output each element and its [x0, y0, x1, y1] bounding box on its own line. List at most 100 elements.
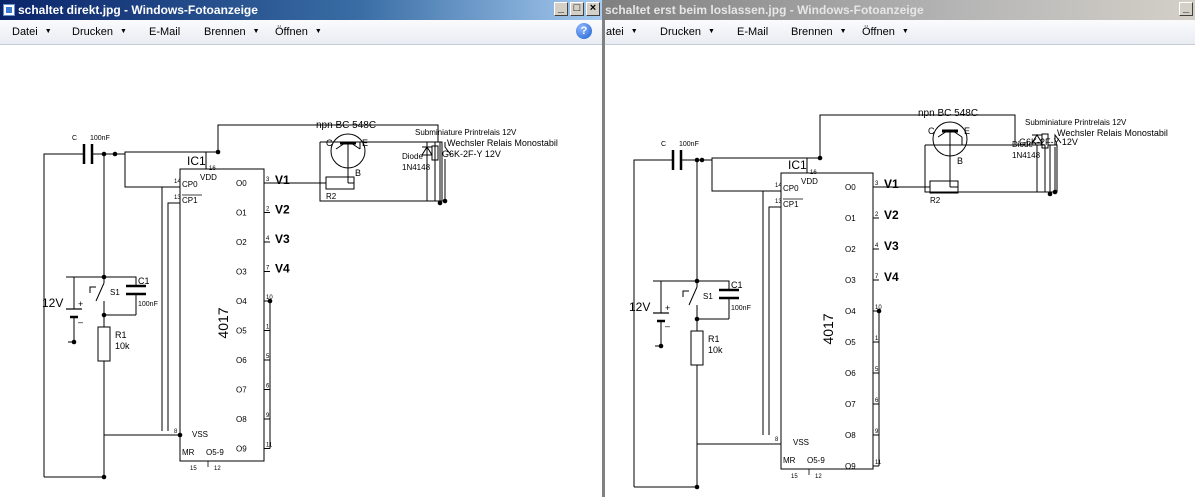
menu-drucken[interactable]: Drucken▼ [660, 26, 715, 38]
minimize-button[interactable]: _ [1179, 2, 1193, 16]
pin-number: 9 [875, 429, 879, 435]
help-icon[interactable]: ? [576, 23, 592, 39]
ic-ref-label: IC1 [788, 158, 807, 172]
close-button[interactable]: × [586, 2, 600, 16]
output-label: O1 [236, 209, 247, 218]
output-label: O9 [845, 462, 856, 471]
output-label: O0 [845, 183, 856, 192]
output-v-label: V4 [884, 270, 899, 284]
pin-number: 6 [875, 398, 879, 404]
minimize-button[interactable]: _ [554, 2, 568, 16]
junction-dot [876, 308, 882, 314]
output-label: O7 [845, 400, 856, 409]
pin-number: 13 [775, 199, 782, 205]
diode-part: 1N4148 [1012, 151, 1041, 160]
photo-viewer-app-icon [3, 4, 15, 16]
o59-label: O5-9 [206, 448, 224, 457]
diode-part: 1N4148 [402, 163, 431, 172]
wire [350, 142, 361, 150]
battery-label: 12V [42, 296, 63, 310]
command-bar: Datei▼ Drucken▼ E-Mail Brennen▼ Öffnen▼ … [0, 20, 602, 45]
c1-label: C1 [138, 276, 150, 286]
menu-datei[interactable]: Datei▼ [12, 26, 52, 38]
pin-number: 6 [266, 384, 270, 390]
output-v-label: V3 [275, 232, 290, 246]
wire [319, 141, 443, 202]
wire [43, 153, 84, 477]
pin-number: 12 [214, 466, 221, 472]
output-label: O2 [236, 238, 247, 247]
menu-email[interactable]: E-Mail [737, 26, 769, 38]
wire [762, 190, 781, 435]
pin-number: 8 [775, 437, 779, 443]
output-label: O4 [845, 307, 856, 316]
transistor-b-label: B [355, 168, 361, 178]
wire [124, 151, 206, 188]
pin-number: 10 [875, 305, 882, 311]
menu-email[interactable]: E-Mail [149, 26, 181, 38]
pin-number: 11 [875, 460, 882, 466]
output-v-label: V2 [884, 208, 899, 222]
junction-dot [442, 198, 448, 204]
relay-label-line2: Wechsler Relais Monostabil [1057, 128, 1168, 138]
title-bar[interactable]: schaltet direkt.jpg - Windows-Fotoanzeig… [0, 0, 602, 20]
output-label: O6 [236, 356, 247, 365]
junction-dot [101, 151, 107, 157]
menu-brennen[interactable]: Brennen▼ [204, 26, 260, 38]
wire [104, 276, 137, 286]
output-v-label: V1 [275, 173, 290, 187]
wire [335, 142, 346, 150]
pin-number: 3 [266, 177, 270, 183]
r1-value: 10k [708, 345, 723, 355]
output-v-label: V4 [275, 262, 290, 276]
photo-viewer-window-right: schaltet erst beim loslassen.jpg - Windo… [605, 0, 1195, 497]
photo-viewer-window-left: schaltet direkt.jpg - Windows-Fotoanzeig… [0, 0, 602, 497]
menu-brennen[interactable]: Brennen▼ [791, 26, 847, 38]
menu-drucken[interactable]: Drucken▼ [72, 26, 127, 38]
wire [711, 157, 807, 192]
ic-4017-body [179, 168, 265, 462]
wire [633, 159, 673, 487]
vss-label: VSS [192, 430, 208, 439]
pin-number: 7 [266, 266, 270, 272]
output-label: O7 [236, 386, 247, 395]
junction-dot [71, 339, 77, 345]
maximize-button[interactable]: □ [570, 2, 584, 16]
transistor-e-label: E [362, 138, 368, 148]
pin-number: 11 [266, 443, 273, 449]
pin-number: 2 [266, 207, 270, 213]
junction-dot [267, 298, 273, 304]
pin-number: 4 [875, 243, 879, 249]
menu-datei[interactable]: atei▼ [606, 26, 638, 38]
output-label: O2 [845, 245, 856, 254]
relay-label-line1: Subminiature Printrelais 12V [415, 128, 517, 137]
transistor-label: npn BC 548C [316, 120, 376, 131]
vss-label: VSS [793, 438, 809, 447]
ic-part-label: 4017 [820, 313, 836, 344]
wire [161, 186, 180, 431]
ic-ref-label: IC1 [187, 154, 206, 168]
transistor-b-label: B [957, 156, 963, 166]
chevron-down-icon: ▼ [44, 28, 52, 36]
battery-plus: + [78, 299, 83, 309]
menu-oeffnen[interactable]: Öffnen▼ [275, 26, 322, 38]
cap-c-label: C [661, 141, 666, 148]
menu-oeffnen[interactable]: Öffnen▼ [862, 26, 909, 38]
pin-number: 12 [815, 474, 822, 480]
title-bar[interactable]: schaltet erst beim loslassen.jpg - Windo… [605, 0, 1195, 20]
junction-dot [437, 200, 443, 206]
cp0-label: CP0 [783, 184, 799, 193]
output-label: O6 [845, 369, 856, 378]
junction-dot [1047, 191, 1053, 197]
junction-dot [694, 157, 700, 163]
window-title: schaltet erst beim loslassen.jpg - Windo… [605, 3, 924, 17]
r1-value: 10k [115, 341, 130, 351]
wire [682, 290, 689, 297]
ic-part-label: 4017 [215, 307, 231, 338]
o59-label: O5-9 [807, 456, 825, 465]
pin-number: 1 [875, 336, 879, 342]
output-label: O3 [845, 276, 856, 285]
